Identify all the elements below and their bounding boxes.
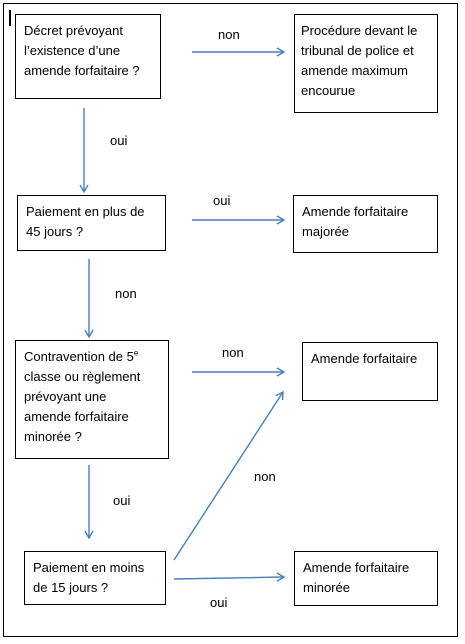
paiement45-line-2: 45 jours ?: [26, 224, 84, 239]
label-contra-oui: oui: [113, 493, 131, 508]
majoree-line-1: Amende forfaitaire: [302, 204, 409, 219]
contravention-line-4: amende forfaitaire: [24, 409, 129, 424]
minoree-box: Amende forfaitaire minorée: [294, 551, 438, 606]
paiement15-line-2: de 15 jours ?: [33, 580, 109, 595]
amende-box: Amende forfaitaire: [302, 342, 438, 401]
contravention-line-2: classe ou règlement: [24, 369, 141, 384]
paiement45-line-1: Paiement en plus de: [26, 204, 145, 219]
decret-line-2: l’existence d’une: [24, 43, 121, 58]
contravention-line-1-text: Contravention de 5: [24, 349, 134, 364]
label-contra-non: non: [222, 345, 244, 360]
label-decret-non: non: [218, 27, 240, 42]
majoree-line-2: majorée: [302, 224, 349, 239]
text-cursor: [9, 10, 11, 26]
contravention-line-1: Contravention de 5e: [24, 347, 160, 367]
diagram-frame: [3, 3, 458, 637]
label-p45-non: non: [115, 286, 137, 301]
arrow-p15-oui: [173, 572, 286, 582]
decret-box: Décret prévoyant l’existence d’une amend…: [15, 14, 161, 99]
decret-line-3: amende forfaitaire ?: [24, 63, 140, 78]
majoree-box: Amende forfaitaire majorée: [293, 195, 438, 253]
procedure-line-3: amende maximum: [301, 63, 408, 78]
paiement15-line-1: Paiement en moins: [33, 560, 145, 575]
paiement45-box: Paiement en plus de 45 jours ?: [17, 195, 166, 251]
contravention-superscript: e: [133, 348, 139, 358]
arrow-p15-non: [173, 390, 284, 561]
label-p45-oui: oui: [213, 193, 231, 208]
amende-line-1: Amende forfaitaire: [311, 351, 418, 366]
procedure-line-4: encourue: [301, 83, 356, 98]
label-p15-oui: oui: [210, 595, 228, 610]
label-decret-oui: oui: [110, 133, 128, 148]
contravention-box: Contravention de 5e classe ou règlement …: [15, 340, 169, 459]
contravention-line-5: minorée ?: [24, 429, 82, 444]
procedure-line-2: tribunal de police et: [301, 43, 414, 58]
minoree-line-2: minorée: [303, 580, 350, 595]
paiement15-box: Paiement en moins de 15 jours ?: [24, 551, 166, 605]
minoree-line-1: Amende forfaitaire: [303, 560, 410, 575]
decret-line-1: Décret prévoyant: [24, 23, 123, 38]
procedure-line-1: Procédure devant le: [301, 23, 418, 38]
label-p15-non: non: [254, 469, 276, 484]
procedure-box: Procédure devant le tribunal de police e…: [294, 14, 438, 113]
contravention-line-3: prévoyant une: [24, 389, 107, 404]
